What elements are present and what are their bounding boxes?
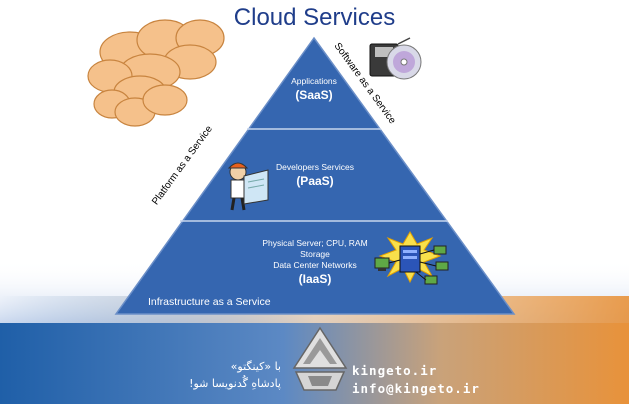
infrastructure-as-a-service-label: Infrastructure as a Service [148, 296, 271, 308]
cloud-icon [87, 19, 225, 127]
footer-persian-line-1: با «کینگتو» [230, 360, 281, 373]
footer-website: kingeto.ir [352, 363, 438, 378]
saas-label: Applications (SaaS) [262, 76, 366, 103]
iaas-line-1: Storage [300, 249, 330, 259]
server-network-icon [374, 231, 449, 285]
paas-label: Developers Services (PaaS) [240, 162, 390, 189]
iaas-name: (IaaS) [298, 272, 332, 286]
footer-persian-line-2: پادشاهِ گُدنویسا شو! [189, 377, 281, 390]
kingeto-logo-icon [292, 326, 348, 391]
software-disc-icon [369, 37, 422, 80]
developer-person-icon [227, 162, 269, 211]
paas-name: (PaaS) [296, 174, 334, 188]
iaas-label: Physical Server; CPU, RAM Storage Data C… [230, 238, 400, 287]
iaas-line-2: Data Center Networks [273, 260, 357, 270]
footer-email: info@kingeto.ir [352, 381, 480, 396]
saas-line-0: Applications [291, 76, 337, 86]
iaas-line-0: Physical Server; CPU, RAM [262, 238, 368, 248]
page-title: Cloud Services [233, 4, 396, 31]
paas-line-0: Developers Services [276, 162, 354, 172]
saas-name: (SaaS) [295, 88, 333, 102]
